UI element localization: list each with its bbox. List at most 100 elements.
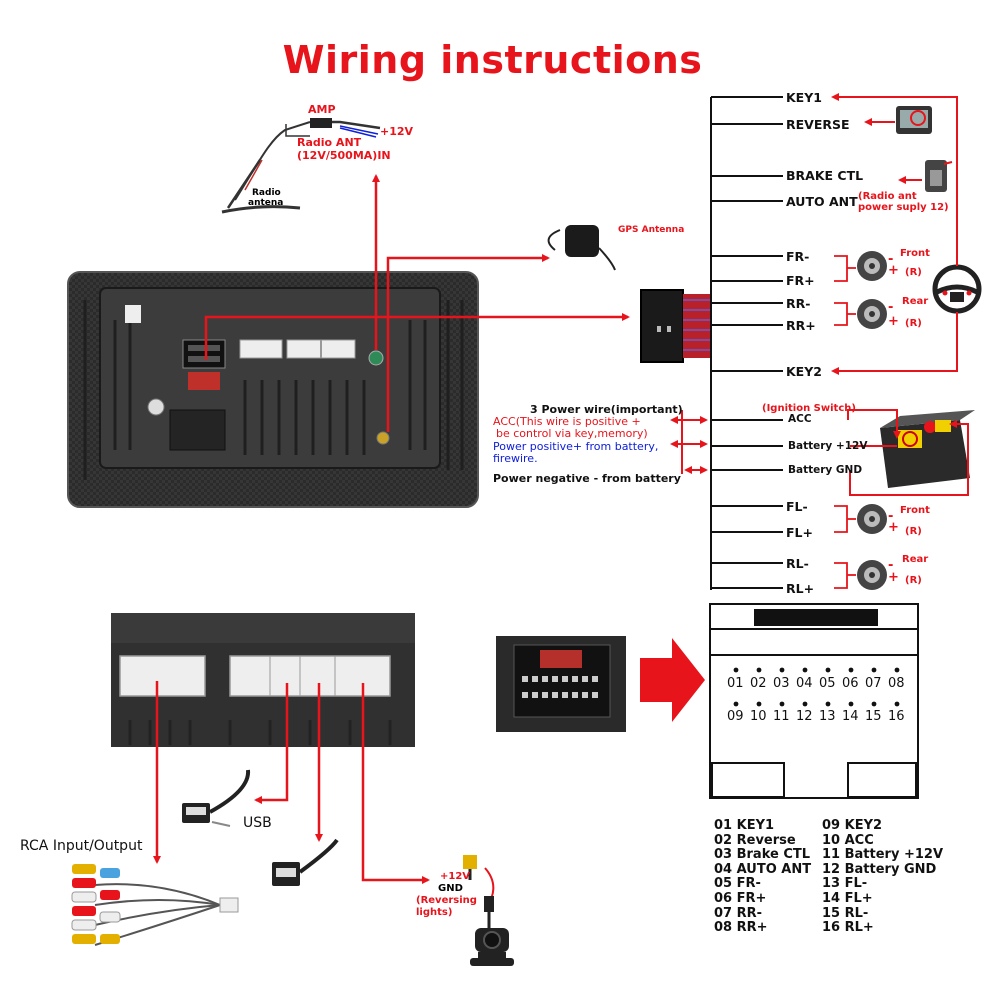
- pin-number: 14: [842, 709, 859, 724]
- brake-icon: [925, 160, 953, 192]
- front-r-mark: (R): [905, 267, 922, 278]
- unit-arrows: [204, 174, 630, 432]
- pinout-dots: [733, 667, 900, 707]
- front-l-mark: (R): [905, 526, 922, 537]
- rear-r-label: Rear: [902, 296, 929, 307]
- front-l-label: Front: [900, 505, 930, 516]
- big-red-arrow: [640, 638, 705, 722]
- head-unit-back: [67, 271, 479, 508]
- neg-note: Power negative - from battery: [493, 472, 681, 485]
- pinout-diagram: [709, 603, 919, 799]
- speakers: [857, 251, 887, 590]
- gps-antenna: [547, 225, 616, 271]
- pin-number: 08: [888, 676, 905, 691]
- pin-connector-photo: [496, 636, 626, 732]
- pin-number: 09: [727, 709, 744, 724]
- usb-cable-2: [272, 838, 339, 886]
- legend-item: 07 RR-: [714, 905, 763, 921]
- rr-plus-sign: +: [888, 314, 899, 329]
- wire-auto-ant: AUTO ANT: [786, 194, 858, 209]
- pin-number: 02: [750, 676, 767, 691]
- antenna-label-2: antena: [248, 198, 284, 208]
- antenna-label-1: Radio: [252, 188, 281, 198]
- pin-number: 03: [773, 676, 790, 691]
- power-heading: 3 Power wire(important): [530, 403, 683, 416]
- cam-note-1: (Reversing: [416, 895, 477, 906]
- bottom-arrows: [153, 681, 430, 884]
- wire-fr-plus: FR+: [786, 273, 815, 288]
- legend-item: 06 FR+: [714, 890, 767, 906]
- battery-icon: [880, 410, 975, 488]
- cam-gnd-label: GND: [438, 883, 463, 894]
- fl-minus-sign: -: [888, 509, 894, 524]
- pos-note-2: firewire.: [493, 452, 538, 465]
- rear-r-mark: (R): [905, 318, 922, 329]
- pos-note-1: Power positive+ from battery,: [493, 440, 659, 453]
- wire-fr-minus: FR-: [786, 249, 810, 264]
- pin-number: 10: [750, 709, 767, 724]
- key-arrows: [831, 93, 958, 375]
- power-arrows: [670, 410, 708, 474]
- pin-number: 04: [796, 676, 813, 691]
- wire-key2: KEY2: [786, 364, 822, 379]
- pin-number: 07: [865, 676, 882, 691]
- pin-number: 01: [727, 676, 744, 691]
- wire-fl-plus: FL+: [786, 525, 813, 540]
- legend-item: 12 Battery GND: [822, 861, 937, 877]
- reversing-camera: [463, 855, 514, 966]
- pin-number: 05: [819, 676, 836, 691]
- usb-label: USB: [243, 815, 272, 831]
- rr-minus-sign: -: [888, 300, 894, 315]
- wire-rl-minus: RL-: [786, 556, 809, 571]
- legend-item: 11 Battery +12V: [822, 847, 943, 863]
- pin-legend-left: 01 KEY1 02 Reverse 03 Brake CTL 04 AUTO …: [714, 818, 812, 936]
- legend-item: 13 FL-: [822, 876, 868, 892]
- page-title: Wiring instructions: [282, 38, 703, 82]
- legend-item: 08 RR+: [714, 920, 768, 936]
- usb-cable-1: [182, 769, 251, 827]
- cam-note-2: lights): [416, 907, 453, 918]
- acc-note-1: ACC(This wire is positive +: [493, 415, 641, 428]
- battery-wires: [847, 409, 969, 496]
- fr-minus-sign: -: [888, 252, 894, 267]
- rca-cable: [71, 864, 239, 946]
- legend-item: 10 ACC: [822, 832, 874, 848]
- wire-rl-plus: RL+: [786, 581, 815, 596]
- wire-battery-12v: Battery +12V: [788, 440, 868, 452]
- wire-brake: BRAKE CTL: [786, 168, 864, 183]
- acc-note-2: be control via key,memory): [496, 427, 648, 440]
- rca-label: RCA Input/Output: [20, 838, 143, 854]
- radio-antenna-cable: [221, 118, 381, 214]
- legend-item: 15 RL-: [822, 905, 869, 921]
- gps-label: GPS Antenna: [618, 225, 685, 235]
- rl-plus-sign: +: [888, 570, 899, 585]
- rear-connector-panel: [111, 613, 415, 747]
- pin-number: 06: [842, 676, 859, 691]
- pin-number: 16: [888, 709, 905, 724]
- speaker-brackets: [834, 255, 856, 589]
- legend-item: 16 RL+: [822, 920, 874, 936]
- harness-connector: [640, 289, 711, 363]
- wire-rr-plus: RR+: [786, 318, 816, 333]
- wire-rr-minus: RR-: [786, 296, 811, 311]
- ignition-label: (Ignition Switch): [762, 403, 856, 414]
- wire-battery-gnd: Battery GND: [788, 464, 863, 476]
- auto-ant-note-2: power suply 12): [858, 202, 949, 213]
- auto-ant-note-1: (Radio ant: [858, 191, 917, 202]
- legend-item: 04 AUTO ANT: [714, 861, 812, 877]
- legend-item: 14 FL+: [822, 890, 873, 906]
- radio-12v-label: +12V: [380, 125, 414, 138]
- harness-lines: [710, 96, 783, 590]
- rl-minus-sign: -: [888, 558, 894, 573]
- radio-ant-label-1: Radio ANT: [297, 136, 362, 149]
- pin-number: 13: [819, 709, 836, 724]
- legend-item: 05 FR-: [714, 876, 761, 892]
- pin-number: 12: [796, 709, 813, 724]
- fr-plus-sign: +: [888, 263, 899, 278]
- pin-number: 11: [773, 709, 790, 724]
- cam-12v-label: +12V: [440, 871, 471, 882]
- legend-item: 09 KEY2: [822, 818, 883, 833]
- legend-item: 03 Brake CTL: [714, 847, 811, 863]
